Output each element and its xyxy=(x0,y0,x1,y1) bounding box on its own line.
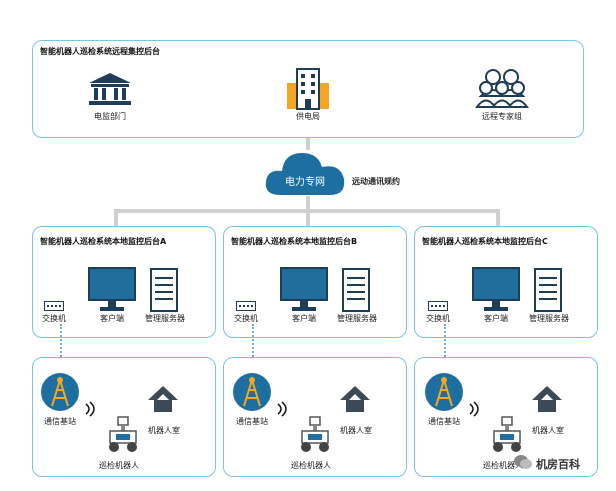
watermark-text: 机房百科 xyxy=(536,458,580,471)
station-c-title: 智能机器人巡检系统本地监控后台C xyxy=(422,237,548,246)
client-label: 客户端 xyxy=(484,314,508,323)
connector-a xyxy=(114,209,118,227)
server-icon xyxy=(150,268,178,312)
server-icon xyxy=(534,268,562,312)
bank-icon xyxy=(89,73,131,105)
server-label: 管理服务器 xyxy=(145,314,185,323)
cloud-icon xyxy=(265,153,345,195)
switch-label: 交换机 xyxy=(426,314,450,323)
wifi-icon xyxy=(469,401,479,417)
station-b-title: 智能机器人巡检系统本地监控后台B xyxy=(231,237,358,246)
connector-c xyxy=(496,209,500,227)
signal-tower-icon xyxy=(425,373,463,411)
switch-icon xyxy=(428,301,448,311)
building-icon xyxy=(287,68,329,110)
base-label: 通信基站 xyxy=(44,417,76,426)
server-icon xyxy=(342,268,370,312)
house-icon xyxy=(532,386,562,412)
protocol-label: 远动通讯规约 xyxy=(352,177,400,186)
robot-icon xyxy=(301,416,329,452)
robot-label: 巡检机器人 xyxy=(99,461,139,470)
robot-icon xyxy=(109,416,137,452)
cloud-label: 电力专网 xyxy=(285,177,325,188)
expert-group-icon xyxy=(475,69,529,108)
wifi-icon xyxy=(85,401,95,417)
client-label: 客户端 xyxy=(292,314,316,323)
base-label: 通信基站 xyxy=(236,417,268,426)
switch-label: 交换机 xyxy=(234,314,258,323)
connector-cloud-down xyxy=(306,196,310,211)
station-a-title: 智能机器人巡检系统本地监控后台A xyxy=(40,237,167,246)
link-dots xyxy=(444,324,446,376)
monitor-icon xyxy=(472,267,520,311)
connector-top xyxy=(306,138,310,150)
robot-label: 巡检机器人 xyxy=(291,461,331,470)
robot-icon xyxy=(493,416,521,452)
connector-b xyxy=(306,209,310,227)
room-label: 机器人室 xyxy=(148,426,180,435)
switch-label: 交换机 xyxy=(42,314,66,323)
switch-icon xyxy=(236,301,256,311)
robot-label: 巡检机器人 xyxy=(483,461,523,470)
center-item-2: 远程专家组 xyxy=(482,112,522,121)
server-label: 管理服务器 xyxy=(337,314,377,323)
house-icon xyxy=(148,386,178,412)
station-a-monitor-panel xyxy=(32,226,216,338)
central-control-title: 智能机器人巡检系统远程集控后台 xyxy=(40,47,160,56)
link-dots xyxy=(60,324,62,376)
center-item-0: 电监部门 xyxy=(94,112,126,121)
wifi-icon xyxy=(277,401,287,417)
client-label: 客户端 xyxy=(100,314,124,323)
monitor-icon xyxy=(280,267,328,311)
center-item-1: 供电局 xyxy=(296,112,320,121)
house-icon xyxy=(340,386,370,412)
switch-icon xyxy=(44,301,64,311)
room-label: 机器人室 xyxy=(532,426,564,435)
link-dots xyxy=(252,324,254,376)
signal-tower-icon xyxy=(233,373,271,411)
base-label: 通信基站 xyxy=(428,417,460,426)
station-c-monitor-panel xyxy=(414,226,598,338)
signal-tower-icon xyxy=(41,373,79,411)
room-label: 机器人室 xyxy=(340,426,372,435)
monitor-icon xyxy=(88,267,136,311)
server-label: 管理服务器 xyxy=(529,314,569,323)
station-b-monitor-panel xyxy=(223,226,407,338)
wechat-icon xyxy=(514,455,532,469)
